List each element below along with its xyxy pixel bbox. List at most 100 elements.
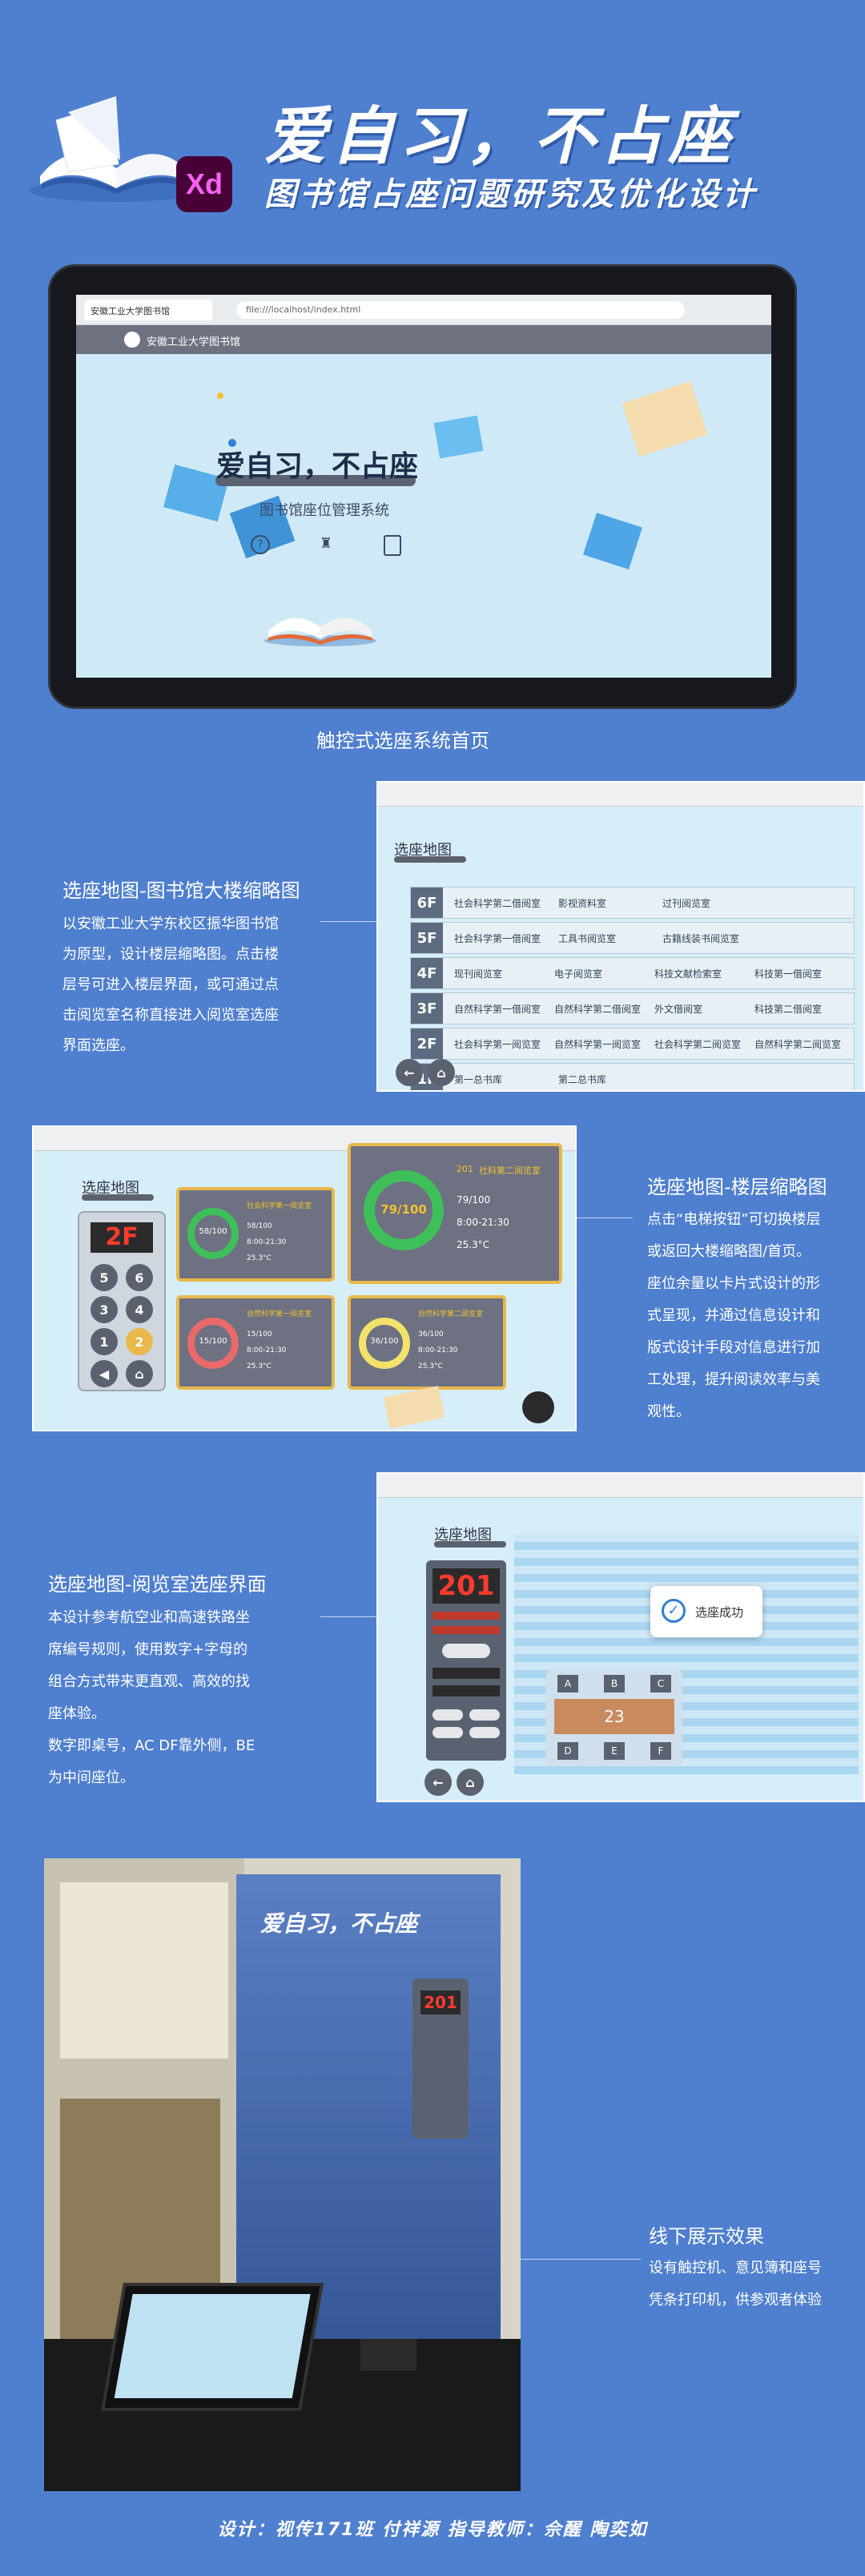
room-link[interactable]: 自然科学第一阅览室 [554,1038,642,1050]
panel-title: 选座地图 [82,1180,139,1197]
room-link[interactable]: 自然科学第二借阅室 [554,1003,642,1015]
room-card[interactable]: 36/100 自然科学第二阅览室 36/100 8:00-21:30 25.3°… [348,1295,506,1390]
room-link[interactable]: 外文借阅室 [654,1003,703,1015]
body-line: 式呈现，并通过信息设计和 [647,1307,820,1324]
exhibit-panel-title: 爱自习，不占座 [260,1910,418,1937]
room-link[interactable]: 科技第一借阅室 [754,968,823,980]
room-link[interactable]: 第二总书库 [558,1073,607,1085]
room-link[interactable]: 工具书阅览室 [558,932,617,944]
connector-line [521,2259,641,2260]
body-line: 为原型，设计楼层缩略图。点击楼 [62,946,279,963]
exhibit-section-title: 线下展示效果 [649,2225,764,2248]
body-line: 座位余量以卡片式设计的形 [647,1275,820,1292]
body-line: 击阅览室名称直接进入阅览室选座 [62,1007,279,1024]
control-button[interactable] [432,1709,463,1721]
home-icon[interactable]: ⌂ [126,1360,153,1387]
check-icon: ✓ [662,1599,686,1623]
seat-remaining: 36/100 [418,1330,444,1338]
room-link[interactable]: 社会科学第一阅览室 [454,1038,541,1050]
floor-label[interactable]: 6F [411,888,443,918]
seat-b-button[interactable]: B [604,1675,625,1693]
room-number: 201 [457,1164,473,1174]
body-line: 或返回大楼缩略图/首页。 [647,1243,811,1260]
back-icon[interactable]: ◀ [91,1360,118,1387]
seat-f-button[interactable]: F [650,1742,671,1760]
room-temp: 25.3°C [247,1254,272,1262]
floor-label[interactable]: 3F [411,993,443,1024]
control-button[interactable] [469,1727,500,1738]
elevator-button[interactable]: 3 [91,1296,118,1323]
status-led [432,1612,500,1620]
status-led [432,1626,500,1634]
building-section-title: 选座地图-图书馆大楼缩略图 [62,879,300,902]
room-link[interactable]: 社会科学第一借阅室 [454,932,541,944]
table-popup: A B C 23 D E F [546,1670,682,1766]
time-display [432,1685,500,1697]
room-link[interactable]: 科技文献检索室 [654,968,722,980]
room-card[interactable]: 15/100 自然科学第一阅览室 15/100 8:00-21:30 25.3°… [176,1295,335,1390]
elevator-button[interactable]: 2 [126,1328,153,1355]
body-line: 以安徽工业大学东校区振华图书馆 [62,916,279,932]
back-icon[interactable]: ← [424,1769,452,1796]
document-icon[interactable] [384,535,401,556]
room-link[interactable]: 电子阅览室 [554,968,603,980]
confirm-button[interactable] [442,1644,490,1658]
elevator-button[interactable]: 4 [126,1296,153,1323]
home-main-title: 爱自习，不占座 [216,450,419,483]
control-button[interactable] [469,1709,500,1721]
seat-person-icon[interactable]: ♜ [319,535,333,552]
title-underline [215,475,416,486]
control-button[interactable] [432,1727,463,1738]
room-link[interactable]: 自然科学第二阅览室 [754,1038,842,1050]
back-icon[interactable]: ← [396,1059,423,1086]
floor-row-3f[interactable]: 3F 自然科学第一借阅室 自然科学第二借阅室 外文借阅室 科技第二借阅室 [410,992,855,1024]
home-icon[interactable]: ⌂ [428,1059,455,1086]
floor-row-4f[interactable]: 4F 现刊阅览室 电子阅览室 科技文献检索室 科技第一借阅室 [410,957,855,989]
room-link[interactable]: 科技第二借阅室 [754,1003,823,1015]
floor-row-6f[interactable]: 6F 社会科学第二借阅室 影视资料室 过刊阅览室 [410,887,855,919]
floor-label[interactable]: 5F [411,923,443,953]
home-icon[interactable]: ⌂ [457,1769,484,1796]
floor-row-2f[interactable]: 2F 社会科学第一阅览室 自然科学第一阅览室 社会科学第二阅览室 自然科学第二阅… [410,1028,855,1060]
room-link[interactable]: 自然科学第一借阅室 [454,1003,541,1015]
room-link[interactable]: 社会科学第二借阅室 [454,897,541,909]
room-link[interactable]: 现刊阅览室 [454,968,503,980]
room-card[interactable]: 58/100 社会科学第一阅览室 58/100 8:00-21:30 25.3°… [176,1187,335,1282]
footer-credits: 设计：视传171班 付祥源 指导教师：佘醒 陶奕如 [217,2520,648,2540]
room-temp: 25.3°C [247,1362,272,1371]
building-section-body: 以安徽工业大学东校区振华图书馆 为原型，设计楼层缩略图。点击楼 层号可进入楼层界… [62,909,327,1061]
seat-a-button[interactable]: A [557,1675,578,1693]
elevator-button[interactable]: 6 [126,1264,153,1291]
room-link[interactable]: 影视资料室 [558,897,607,909]
floor-row-5f[interactable]: 5F 社会科学第一借阅室 工具书阅览室 古籍线装书阅览室 [410,922,855,954]
room-link[interactable]: 社会科学第二阅览室 [654,1038,742,1050]
room-link[interactable]: 第一总书库 [454,1073,503,1085]
occupancy-ratio: 58/100 [199,1227,227,1236]
time-display [432,1668,500,1679]
floor-label[interactable]: 4F [411,958,443,988]
seat-c-button[interactable]: C [650,1675,671,1693]
room-section-body: 本设计参考航空业和高速铁路坐 席编号规则，使用数字+字母的 组合方式带来更直观、… [48,1602,320,1794]
room-link[interactable]: 过刊阅览室 [662,897,711,909]
browser-toolbar [378,1474,863,1498]
body-line: 工处理，提升阅读效率与美 [647,1371,820,1388]
connector-line [320,921,376,922]
success-text: 选座成功 [695,1605,744,1620]
elevator-button[interactable]: 5 [91,1264,118,1291]
elevator-button[interactable]: 1 [91,1328,118,1355]
success-dialog: ✓ 选座成功 [650,1586,762,1637]
room-link[interactable]: 古籍线装书阅览室 [662,932,740,944]
floor-label[interactable]: 2F [411,1028,443,1059]
seat-d-button[interactable]: D [557,1742,578,1760]
floor-row-1f[interactable]: 1F 第一总书库 第二总书库 [410,1063,855,1090]
title-underline [434,1541,506,1548]
seat-e-button[interactable]: E [604,1742,625,1760]
exhibit-section-body: 设有触控机、意见簿和座号 凭条打印机，供参观者体验 [649,2252,857,2316]
help-icon[interactable]: ? [251,535,270,554]
address-bar[interactable]: file:///localhost/index.html [236,301,685,319]
room-name: 社会科学第一阅览室 [247,1202,312,1210]
open-hours: 8:00-21:30 [247,1346,287,1354]
seat-remaining: 58/100 [247,1222,272,1230]
room-card-selected[interactable]: 79/100 201 社科第二阅览室 79/100 8:00-21:30 25.… [348,1143,562,1284]
browser-tab[interactable]: 安徽工业大学图书馆 [84,300,212,320]
